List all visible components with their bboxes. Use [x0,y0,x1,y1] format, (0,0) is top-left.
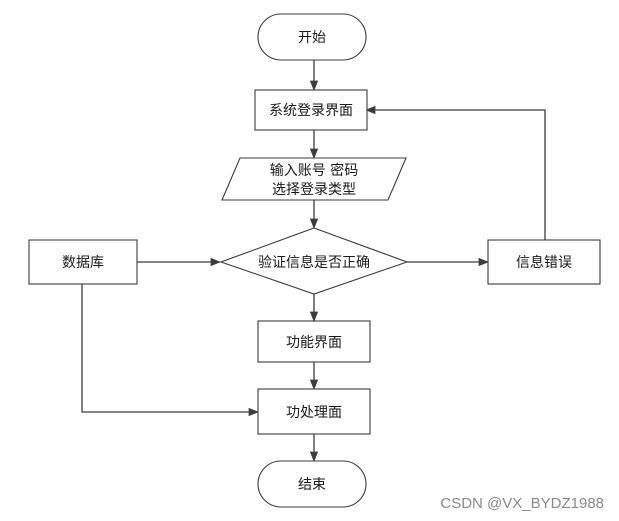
process-page-label: 功处理面 [286,405,342,421]
end-label: 结束 [298,477,326,493]
input-parallelogram [221,157,407,201]
error-label: 信息错误 [516,254,572,271]
watermark-text: CSDN @VX_BYDZ1988 [440,495,604,512]
error-box [487,239,601,285]
process-page-box [257,388,371,435]
function-page-label: 功能界面 [286,335,342,351]
function-page-box [257,320,371,363]
verify-label: 验证信息是否正确 [258,254,370,271]
start-label: 开始 [298,30,326,46]
input-label-line2: 选择登录类型 [272,182,356,198]
database-label: 数据库 [62,255,104,271]
edge-error-to-login [364,105,546,240]
login-page-label: 系统登录界面 [269,103,353,119]
edge-database-to-process [81,284,260,417]
end-terminal [257,460,367,508]
database-box [28,239,138,285]
login-page-box [254,89,368,131]
verify-decision-diamond [219,227,409,295]
start-terminal [257,13,367,61]
input-label-line1: 输入账号 密码 [270,162,358,179]
